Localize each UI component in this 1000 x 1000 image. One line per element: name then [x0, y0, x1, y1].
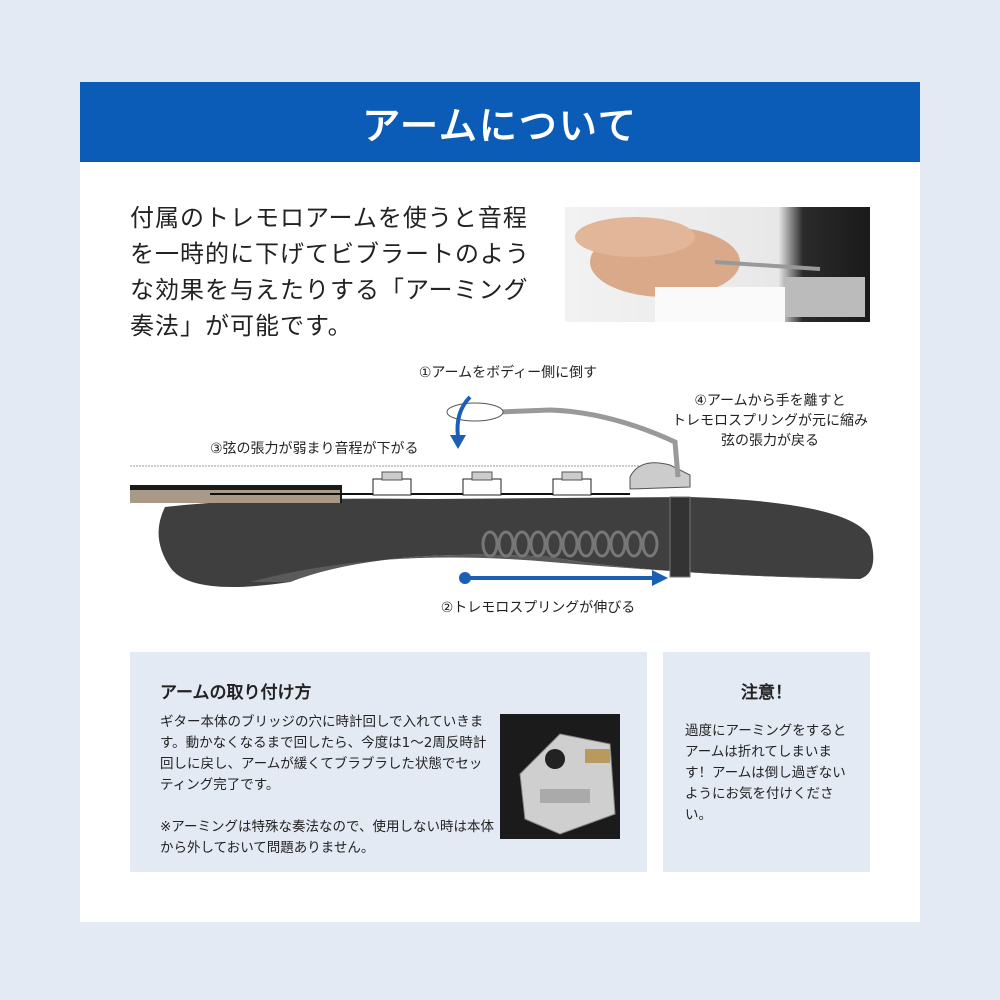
- svg-text:トレモロスプリングが元に縮み: トレモロスプリングが元に縮み: [672, 413, 868, 429]
- intro-text: 付属のトレモロアームを使うと音程を一時的に下げてビブラートのような効果を与えたり…: [130, 204, 530, 340]
- caution-title: 注意！: [741, 683, 792, 703]
- step3-label: ③弦の張力が弱まり音程が下がる: [210, 440, 419, 457]
- caution-section: 注意！ 過度にアーミングをするとアームは折れてしまいます！アームは倒し過ぎないよ…: [663, 652, 870, 872]
- bridge-photo: [500, 714, 620, 839]
- install-text: ギター本体のブリッジの穴に時計回しで入れていきます。動かなくなるまで回したら、今…: [160, 714, 487, 793]
- tremolo-spring: [481, 530, 659, 558]
- tremolo-arm: [499, 407, 681, 478]
- caution-text: 過度にアーミングをするとアームは折れてしまいます！アームは倒し過ぎないようにお気…: [685, 723, 847, 823]
- arm-hand-photo: [565, 207, 870, 322]
- step4-label: ④アームから手を離すと: [694, 392, 845, 409]
- install-section: アームの取り付け方 ギター本体のブリッジの穴に時計回しで入れていきます。動かなく…: [130, 652, 647, 872]
- install-title: アームの取り付け方: [160, 683, 312, 703]
- step2-label: ②トレモロスプリングが伸びる: [441, 600, 636, 616]
- content-card: アームについて 付属のトレモロアームを使うと音程を一時的に下げてビブラートのよう…: [80, 82, 920, 922]
- arrow-down-icon: [455, 395, 472, 438]
- svg-text:弦の張力が戻る: 弦の張力が戻る: [721, 433, 819, 449]
- bridge: [629, 462, 691, 490]
- install-note: ※アーミングは特殊な奏法なので、使用しない時は本体から外しておいて問題ありません…: [160, 819, 494, 856]
- step1-label: ①アームをボディー側に倒す: [419, 364, 597, 381]
- page-title: アームについて: [80, 82, 920, 162]
- tremolo-diagram: ①アームをボディー側に倒す ②トレモロスプリングが伸びる ③弦の張力が弱まり音程…: [130, 357, 880, 622]
